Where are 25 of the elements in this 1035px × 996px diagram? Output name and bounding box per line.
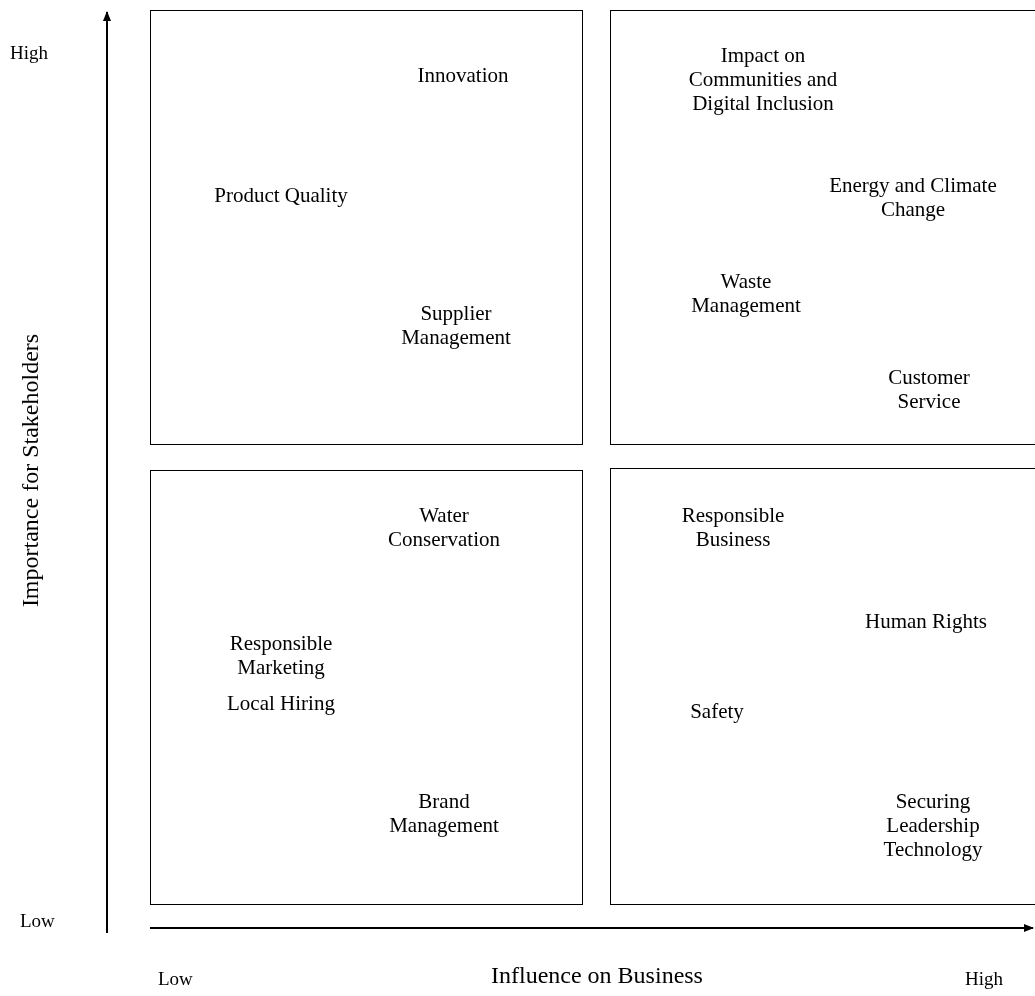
topic-label: Energy and Climate Change [828, 173, 998, 221]
quadrant-box [610, 468, 1035, 905]
axis-end-label: High [10, 42, 48, 64]
topic-label: Responsible Business [680, 503, 786, 551]
axis-title: Influence on Business [491, 962, 703, 989]
quadrant-box [610, 10, 1035, 445]
topic-label: Waste Management [690, 269, 802, 317]
topic-label: Securing Leadership Technology [882, 789, 984, 861]
topic-label: Brand Management [388, 789, 500, 837]
topic-label: Product Quality [213, 183, 349, 207]
quadrant-box [150, 10, 583, 445]
axis-end-label: Low [158, 968, 193, 990]
topic-label: Water Conservation [387, 503, 501, 551]
axis-end-label: Low [20, 910, 55, 932]
topic-label: Human Rights [864, 609, 988, 633]
topic-label: Local Hiring [226, 691, 336, 715]
topic-label: Innovation [416, 63, 510, 87]
topic-label: Safety [689, 699, 745, 723]
topic-label: Supplier Management [400, 301, 512, 349]
topic-label: Responsible Marketing [228, 631, 334, 679]
quadrant-box [150, 470, 583, 905]
topic-label: Impact on Communities and Digital Inclusion [687, 43, 839, 115]
axis-end-label: High [965, 968, 1003, 990]
axis-title: Importance for Stakeholders [16, 333, 44, 607]
topic-label: Customer Service [887, 365, 971, 413]
